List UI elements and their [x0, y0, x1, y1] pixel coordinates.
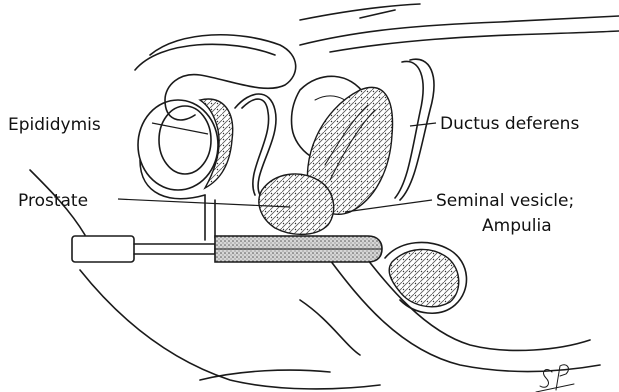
epididymis-label: Epididymis: [8, 115, 101, 135]
prostate: [259, 174, 334, 234]
artist-signature: [536, 365, 574, 392]
ampulia-label: Ampulia: [482, 216, 552, 236]
ductus-deferens-label: Ductus deferens: [440, 114, 579, 134]
prostate-label: Prostate: [18, 191, 88, 211]
epididymis: [138, 99, 233, 199]
ductus-deferens-leader: [410, 123, 436, 126]
seminal-vesicle-label: Seminal vesicle;: [436, 191, 574, 211]
ultrasound-probe: [72, 236, 382, 262]
